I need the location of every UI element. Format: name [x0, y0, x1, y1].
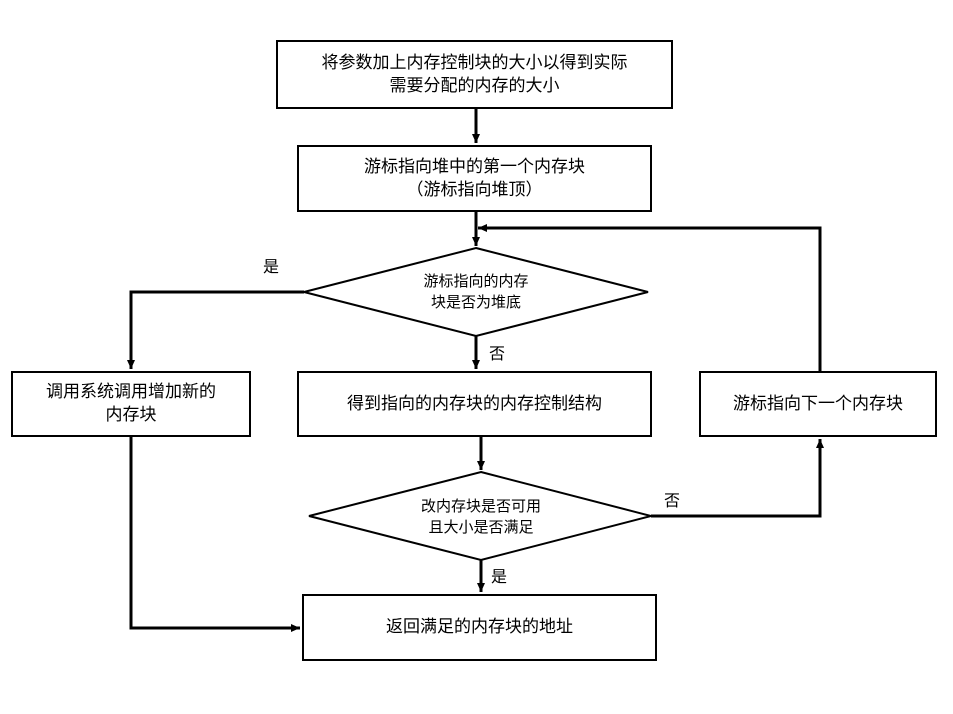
process-cursor-first-block: 游标指向堆中的第一个内存块 （游标指向堆顶）	[297, 145, 652, 212]
arrow-syscall-to-return	[129, 437, 300, 632]
process-syscall-line2: 内存块	[105, 405, 157, 425]
decision-is-usable-line2: 且大小是否满足	[428, 518, 534, 536]
edge-label-usable-no: 否	[664, 491, 681, 510]
process-add-size-line2: 需要分配的内存的大小	[389, 75, 560, 96]
process-cursor-first-line2: （游标指向堆顶）	[406, 179, 543, 200]
edge-label-bottom-yes: 是	[263, 257, 280, 276]
process-return-line1: 返回满足的内存块的地址	[386, 617, 573, 637]
arrow-is-bottom-yes-to-syscall	[127, 290, 304, 369]
process-get-control-struct: 得到指向的内存块的内存控制结构	[297, 371, 652, 437]
process-cursor-first-line1: 游标指向堆中的第一个内存块	[364, 156, 585, 177]
decision-is-usable-text: 改内存块是否可用 且大小是否满足	[376, 494, 586, 540]
process-cursor-next-line1: 游标指向下一个内存块	[733, 393, 903, 414]
edge-label-bottom-no: 否	[489, 344, 506, 363]
edge-label-usable-yes: 是	[491, 567, 508, 586]
process-return-address: 返回满足的内存块的地址	[302, 594, 657, 661]
process-get-ctrl-line1: 得到指向的内存块的内存控制结构	[347, 393, 602, 414]
process-syscall-new-block: 调用系统调用增加新的 内存块	[11, 371, 251, 437]
process-add-size-line1: 将参数加上内存控制块的大小以得到实际	[321, 52, 628, 73]
arrow-cursor-next-loop-back	[478, 224, 822, 371]
process-syscall-line1: 调用系统调用增加新的	[46, 382, 216, 402]
arrow-is-usable-no-to-cursor-next	[651, 439, 824, 518]
process-cursor-next-block: 游标指向下一个内存块	[699, 371, 937, 437]
decision-is-bottom-text: 游标指向的内存 块是否为堆底	[374, 268, 578, 316]
decision-is-usable-line1: 改内存块是否可用	[420, 497, 541, 515]
process-add-control-block-size: 将参数加上内存控制块的大小以得到实际 需要分配的内存的大小	[276, 40, 673, 109]
decision-is-bottom-line2: 块是否为堆底	[430, 293, 521, 311]
decision-is-bottom-line1: 游标指向的内存	[423, 272, 529, 290]
